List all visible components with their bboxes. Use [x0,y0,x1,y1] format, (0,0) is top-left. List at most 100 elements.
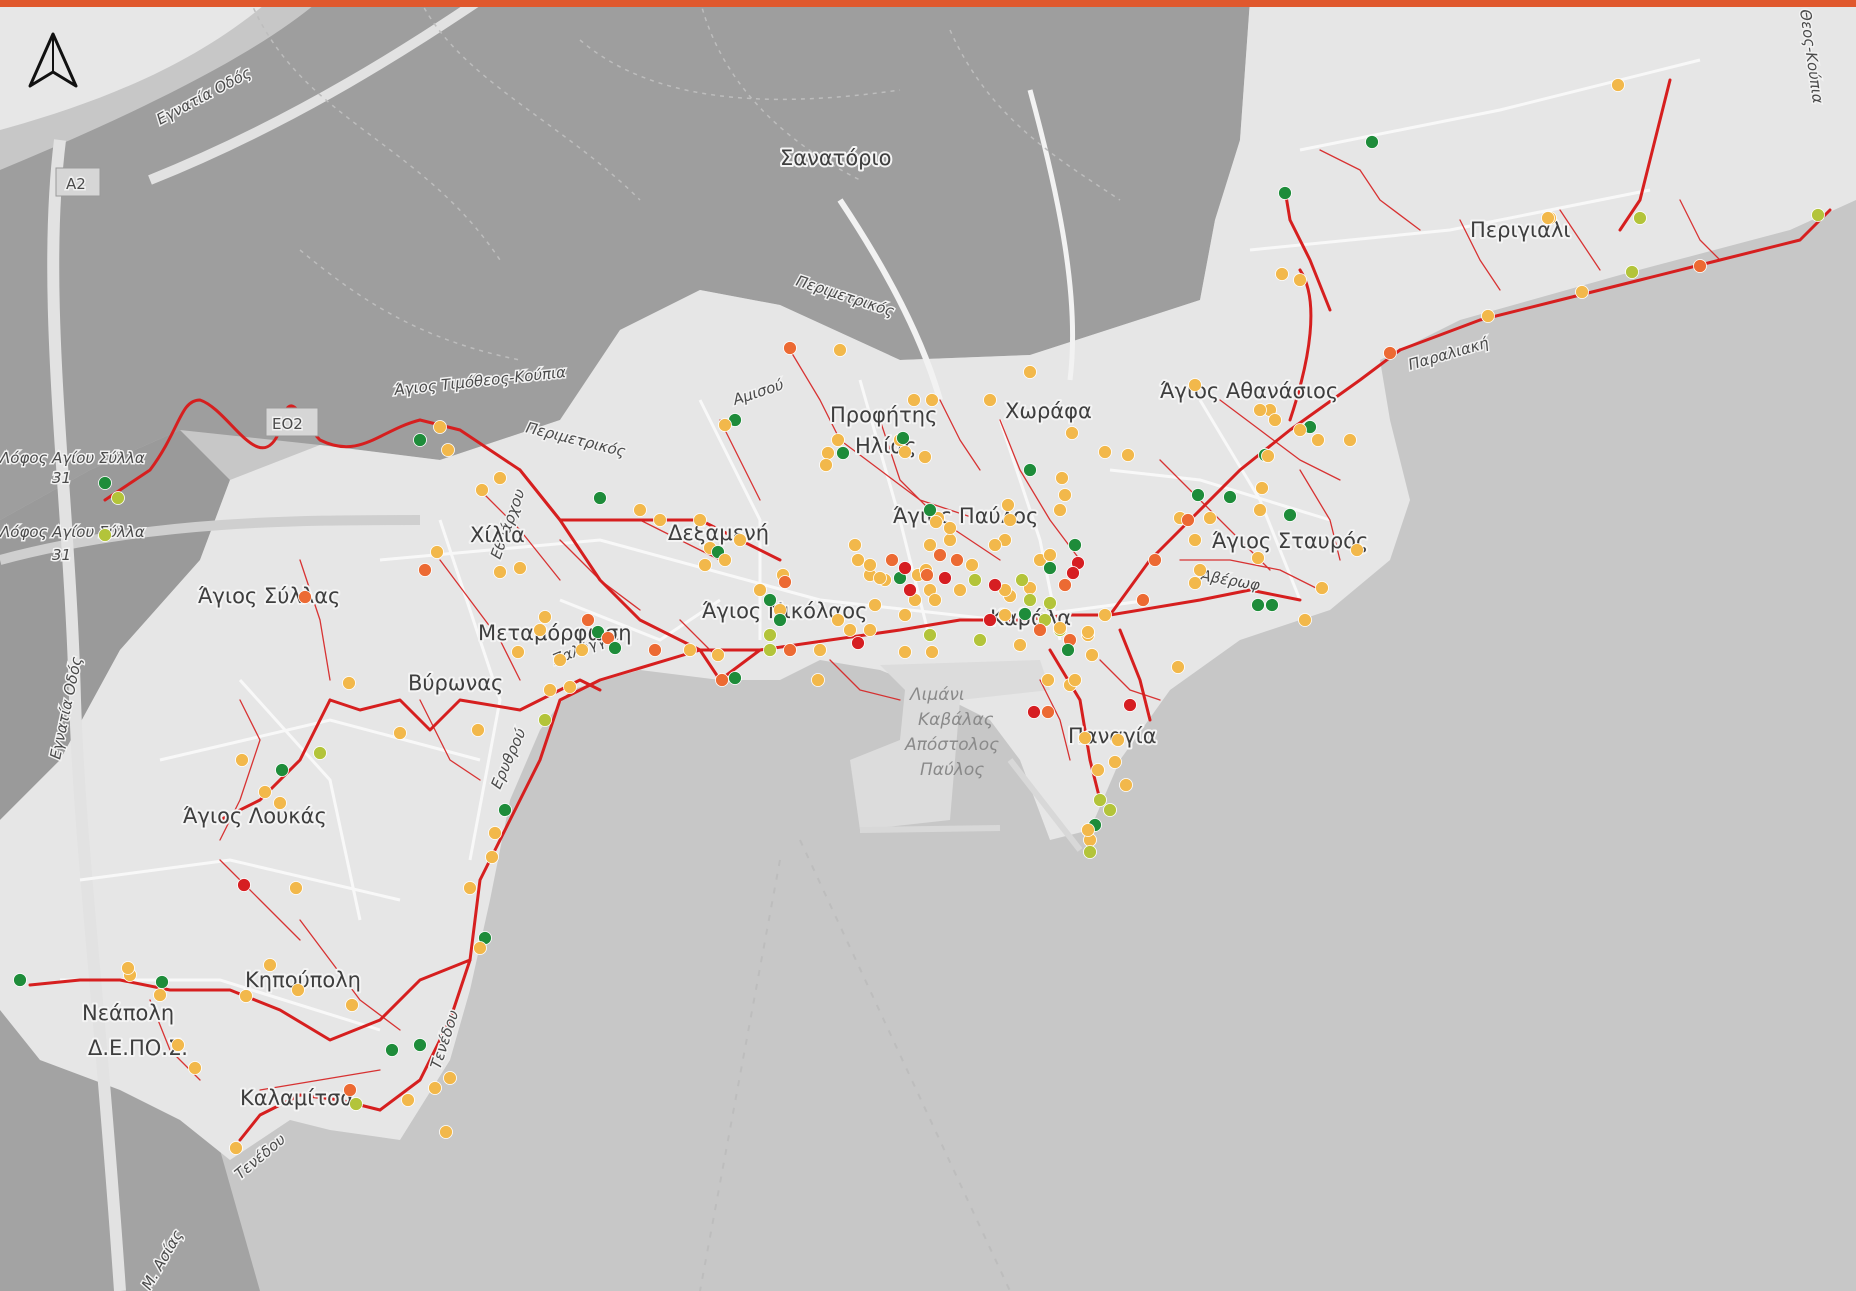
status-marker[interactable] [1055,471,1069,485]
status-marker[interactable] [1278,186,1292,200]
status-marker[interactable] [1188,576,1202,590]
status-marker[interactable] [1068,538,1082,552]
status-marker[interactable] [950,553,964,567]
status-marker[interactable] [1058,488,1072,502]
status-marker[interactable] [1311,433,1325,447]
status-marker[interactable] [1265,598,1279,612]
status-marker[interactable] [433,420,447,434]
status-marker[interactable] [273,796,287,810]
status-marker[interactable] [833,343,847,357]
status-marker[interactable] [1136,593,1150,607]
status-marker[interactable] [1251,598,1265,612]
status-marker[interactable] [1268,413,1282,427]
status-marker[interactable] [851,553,865,567]
status-marker[interactable] [633,503,647,517]
status-marker[interactable] [813,643,827,657]
status-marker[interactable] [998,608,1012,622]
status-marker[interactable] [413,433,427,447]
status-marker[interactable] [898,608,912,622]
status-marker[interactable] [873,571,887,585]
status-marker[interactable] [1575,285,1589,299]
status-marker[interactable] [393,726,407,740]
status-marker[interactable] [1078,731,1092,745]
status-marker[interactable] [923,503,937,517]
status-marker[interactable] [1541,211,1555,225]
status-marker[interactable] [1068,673,1082,687]
status-marker[interactable] [533,623,547,637]
status-marker[interactable] [773,613,787,627]
status-marker[interactable] [1085,648,1099,662]
status-marker[interactable] [1275,267,1289,281]
status-marker[interactable] [898,645,912,659]
status-marker[interactable] [885,553,899,567]
status-marker[interactable] [488,826,502,840]
status-marker[interactable] [763,593,777,607]
status-marker[interactable] [98,476,112,490]
status-marker[interactable] [918,450,932,464]
status-marker[interactable] [1065,426,1079,440]
status-marker[interactable] [345,998,359,1012]
status-marker[interactable] [763,643,777,657]
status-marker[interactable] [538,713,552,727]
status-marker[interactable] [1083,845,1097,859]
status-marker[interactable] [1023,463,1037,477]
status-marker[interactable] [1481,309,1495,323]
status-marker[interactable] [1633,211,1647,225]
status-marker[interactable] [563,680,577,694]
status-marker[interactable] [1043,548,1057,562]
status-marker[interactable] [1108,755,1122,769]
status-marker[interactable] [933,548,947,562]
status-marker[interactable] [98,528,112,542]
status-marker[interactable] [1111,733,1125,747]
status-marker[interactable] [718,418,732,432]
status-marker[interactable] [928,593,942,607]
status-marker[interactable] [693,513,707,527]
status-marker[interactable] [683,643,697,657]
status-marker[interactable] [1003,513,1017,527]
status-marker[interactable] [237,878,251,892]
status-marker[interactable] [1023,593,1037,607]
status-marker[interactable] [291,983,305,997]
status-marker[interactable] [983,393,997,407]
status-marker[interactable] [920,568,934,582]
status-marker[interactable] [653,513,667,527]
status-marker[interactable] [1043,561,1057,575]
status-marker[interactable] [868,598,882,612]
status-marker[interactable] [385,1043,399,1057]
status-marker[interactable] [1053,621,1067,635]
status-marker[interactable] [925,645,939,659]
status-marker[interactable] [965,558,979,572]
status-marker[interactable] [349,1097,363,1111]
status-marker[interactable] [1611,78,1625,92]
status-marker[interactable] [1283,508,1297,522]
status-marker[interactable] [1013,638,1027,652]
status-marker[interactable] [591,625,605,639]
status-marker[interactable] [925,393,939,407]
status-marker[interactable] [475,483,489,497]
status-marker[interactable] [953,583,967,597]
status-marker[interactable] [1223,490,1237,504]
status-marker[interactable] [538,610,552,624]
status-marker[interactable] [1171,660,1185,674]
status-marker[interactable] [229,1141,243,1155]
status-marker[interactable] [903,583,917,597]
status-marker[interactable] [988,578,1002,592]
status-marker[interactable] [896,431,910,445]
status-marker[interactable] [733,533,747,547]
status-marker[interactable] [831,613,845,627]
status-marker[interactable] [1693,259,1707,273]
status-marker[interactable] [898,445,912,459]
status-marker[interactable] [863,558,877,572]
status-marker[interactable] [188,1061,202,1075]
status-marker[interactable] [1253,403,1267,417]
status-marker[interactable] [753,583,767,597]
status-marker[interactable] [836,446,850,460]
status-marker[interactable] [413,1038,427,1052]
status-marker[interactable] [1811,208,1825,222]
status-marker[interactable] [1251,551,1265,565]
status-marker[interactable] [443,1071,457,1085]
status-marker[interactable] [1253,503,1267,517]
status-marker[interactable] [778,575,792,589]
status-marker[interactable] [289,881,303,895]
